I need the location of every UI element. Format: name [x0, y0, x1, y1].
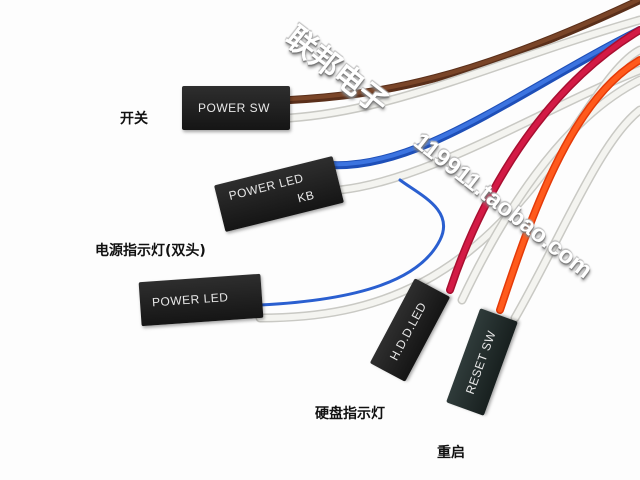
power-sw-label: POWER SW [198, 101, 270, 115]
power-led-connector: POWER LED [138, 273, 264, 327]
reset-sw-label: RESET SW [462, 328, 499, 397]
thin-blue-wire [258, 178, 446, 307]
power-led-label: POWER LED [151, 290, 229, 310]
power-led-dual-caption: 电源指示灯(双头) [95, 243, 206, 259]
power-sw-connector: POWER SW [182, 86, 290, 130]
power-led-kb-label-2: KB [295, 187, 316, 206]
hdd-led-caption: 硬盘指示灯 [315, 406, 385, 422]
reset-caption: 重启 [437, 445, 465, 461]
power-switch-caption: 开关 [120, 111, 148, 127]
